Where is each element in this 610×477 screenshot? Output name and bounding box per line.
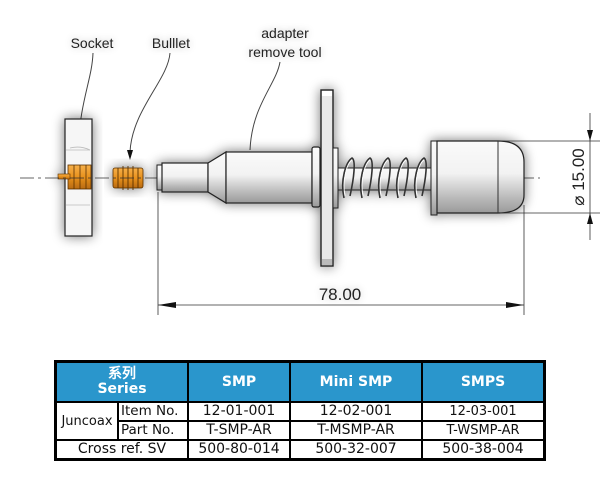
tool-leader [249, 61, 281, 151]
cell-value: T-WSMP-AR [421, 420, 546, 441]
len-arrow-right-icon [506, 302, 524, 308]
length-value: 78.00 [319, 285, 362, 304]
bullet-arrow-icon [127, 150, 133, 160]
cross-ref-label: Cross ref. SV [54, 439, 189, 461]
socket-label: Socket [71, 35, 114, 51]
cell-value: 500-38-004 [421, 439, 546, 461]
diameter-value: ⌀ 15.00 [569, 148, 588, 206]
adapter-remove-tool [156, 89, 525, 267]
bullet-label: Bulllet [152, 35, 190, 51]
brand-cell: Juncoax [54, 401, 119, 441]
length-dimension [157, 192, 525, 315]
table-row: Juncoax Item No. 12-01-001 12-02-001 12-… [54, 401, 546, 441]
cell-value: 500-80-014 [187, 439, 291, 461]
cell-value: 12-01-001 [187, 401, 291, 422]
cell-value: 12-03-001 [421, 401, 546, 422]
tool-label-line1: adapter [261, 25, 309, 41]
spec-table: 系列 Series SMP Mini SMP SMPS Juncoax Item… [54, 360, 546, 461]
dim-arrow-bottom-icon [587, 213, 593, 224]
series-header-cn: 系列 [108, 366, 136, 382]
bullet-leader [129, 52, 171, 153]
spring [341, 157, 427, 199]
leader-lines [77, 52, 281, 153]
len-arrow-left-icon [158, 302, 176, 308]
column-header-smp: SMP [187, 360, 291, 403]
column-header-mini-smp: Mini SMP [289, 360, 423, 403]
table-row: Cross ref. SV 500-80-014 500-32-007 500-… [54, 439, 546, 461]
table-row: Part No. T-SMP-AR T-MSMP-AR T-WSMP-AR [56, 420, 546, 441]
technical-drawing: Socket Bulllet adapter remove tool [20, 25, 600, 315]
cell-value: T-MSMP-AR [289, 420, 423, 441]
series-header-en: Series [97, 381, 147, 397]
tool-label-line2: remove tool [248, 44, 321, 60]
row-label: Item No. [117, 401, 189, 422]
cell-value: T-SMP-AR [187, 420, 291, 441]
dim-arrow-top-icon [587, 130, 593, 141]
column-header-smps: SMPS [421, 360, 546, 403]
cell-value: 500-32-007 [289, 439, 423, 461]
row-label: Part No. [117, 420, 189, 441]
table-header-row: 系列 Series SMP Mini SMP SMPS [54, 360, 546, 403]
cell-value: 12-02-001 [289, 401, 423, 422]
socket-part [57, 118, 93, 237]
series-header: 系列 Series [54, 360, 189, 403]
